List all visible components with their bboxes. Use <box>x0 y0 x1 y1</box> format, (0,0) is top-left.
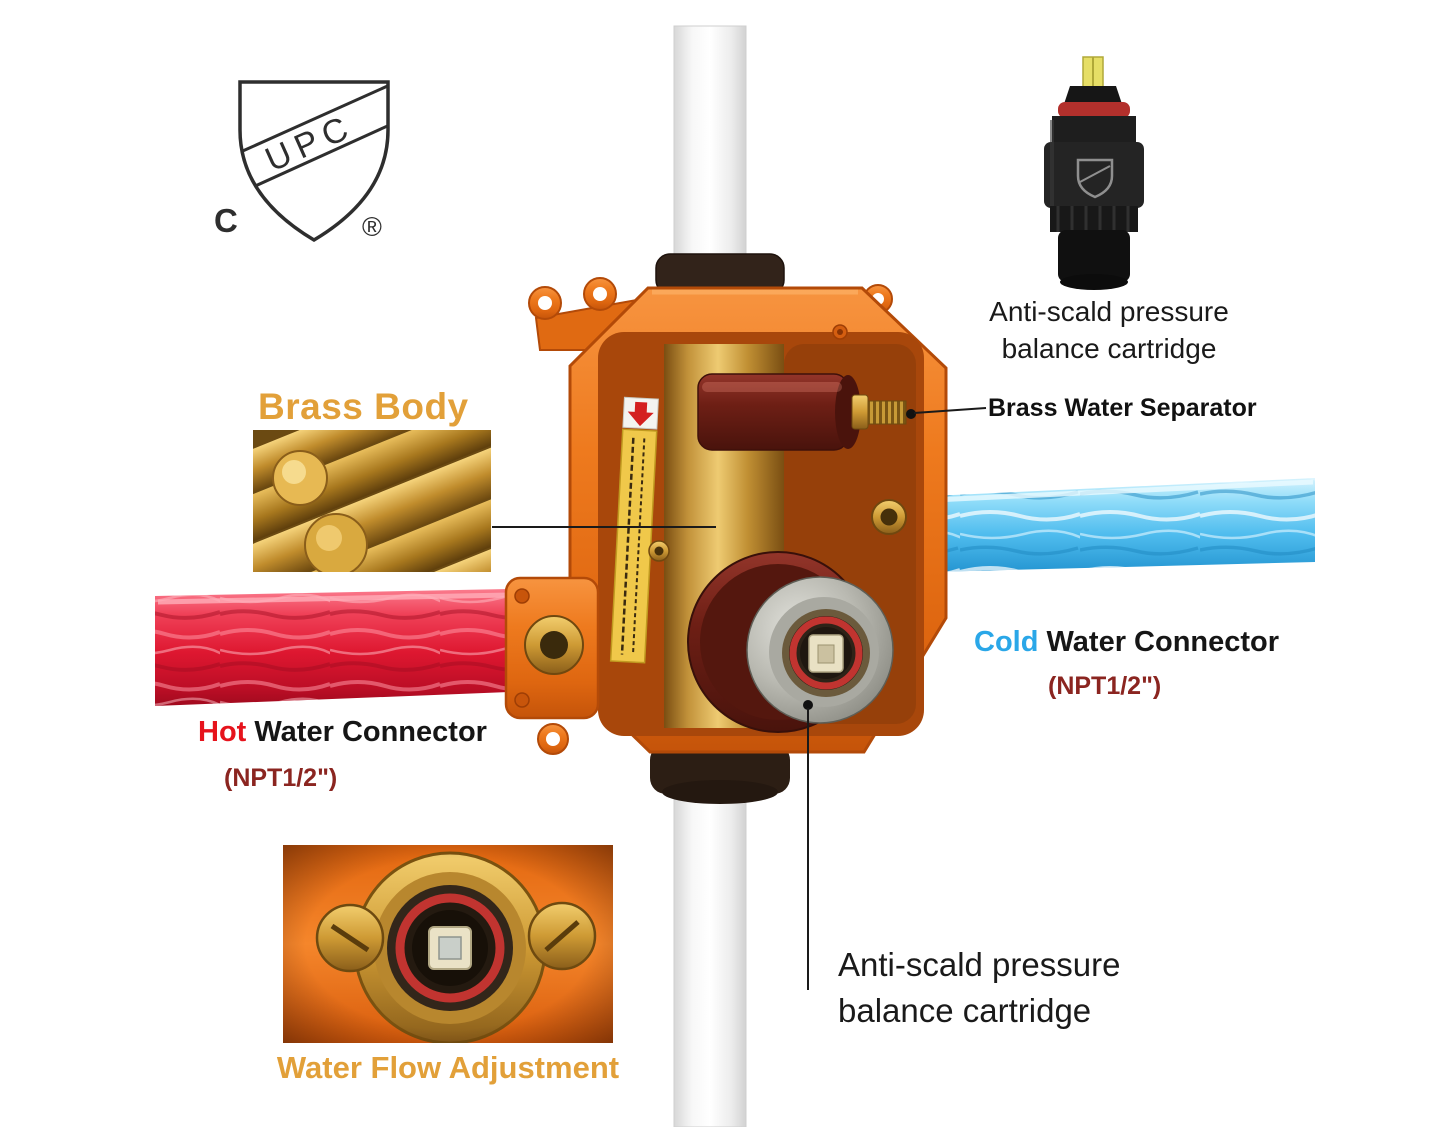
white-pipe-top <box>673 25 747 271</box>
registered-mark: ® <box>362 212 382 242</box>
water-flow-adjustment-label: Water Flow Adjustment <box>276 1050 620 1085</box>
cold-water-connector-label: Cold Water Connector <box>974 626 1279 659</box>
cartridge-label-top: Anti-scald pressure balance cartridge <box>950 294 1268 368</box>
water-flow-photo <box>283 845 613 1043</box>
leader-lines <box>492 407 987 990</box>
hot-inlet-flange <box>504 576 600 720</box>
cartridge-label-top-line1: Anti-scald pressure <box>989 296 1229 327</box>
cold-rest: Water Connector <box>1038 626 1280 658</box>
upc-c-text: C <box>214 202 238 239</box>
cartridge-photo <box>1044 56 1144 290</box>
cartridge-label-bottom-line2: balance cartridge <box>838 992 1092 1030</box>
hot-pipe <box>155 588 560 706</box>
cold-word: Cold <box>974 626 1039 658</box>
spline-stem <box>867 400 907 425</box>
upc-certification-icon: UPC C ® <box>214 80 390 243</box>
brass-body-label: Brass Body <box>258 386 469 427</box>
brass-body-photo <box>253 430 491 572</box>
cartridge-label-bottom-line1: Anti-scald pressure <box>838 946 1121 983</box>
hot-npt-label: (NPT1/2") <box>224 764 338 792</box>
cartridge-label-bottom: Anti-scald pressure balance cartridge <box>838 942 1258 1034</box>
cold-npt-label: (NPT1/2") <box>1048 672 1162 700</box>
valve-body-illustration <box>504 253 948 804</box>
bottom-pipe-collar <box>650 744 790 794</box>
hot-word: Hot <box>198 716 247 748</box>
warning-label <box>609 396 659 664</box>
cartridge-label-top-line2: balance cartridge <box>1001 332 1217 364</box>
brass-water-separator <box>697 373 907 451</box>
cold-pipe <box>932 478 1315 572</box>
white-pipe-bottom <box>673 779 747 1127</box>
hot-water-connector-label: Hot Water Connector <box>198 716 487 749</box>
hot-rest: Water Connector <box>246 716 487 748</box>
brass-water-separator-label: Brass Water Separator <box>988 394 1257 422</box>
pressure-balance-cartridge <box>687 551 894 733</box>
